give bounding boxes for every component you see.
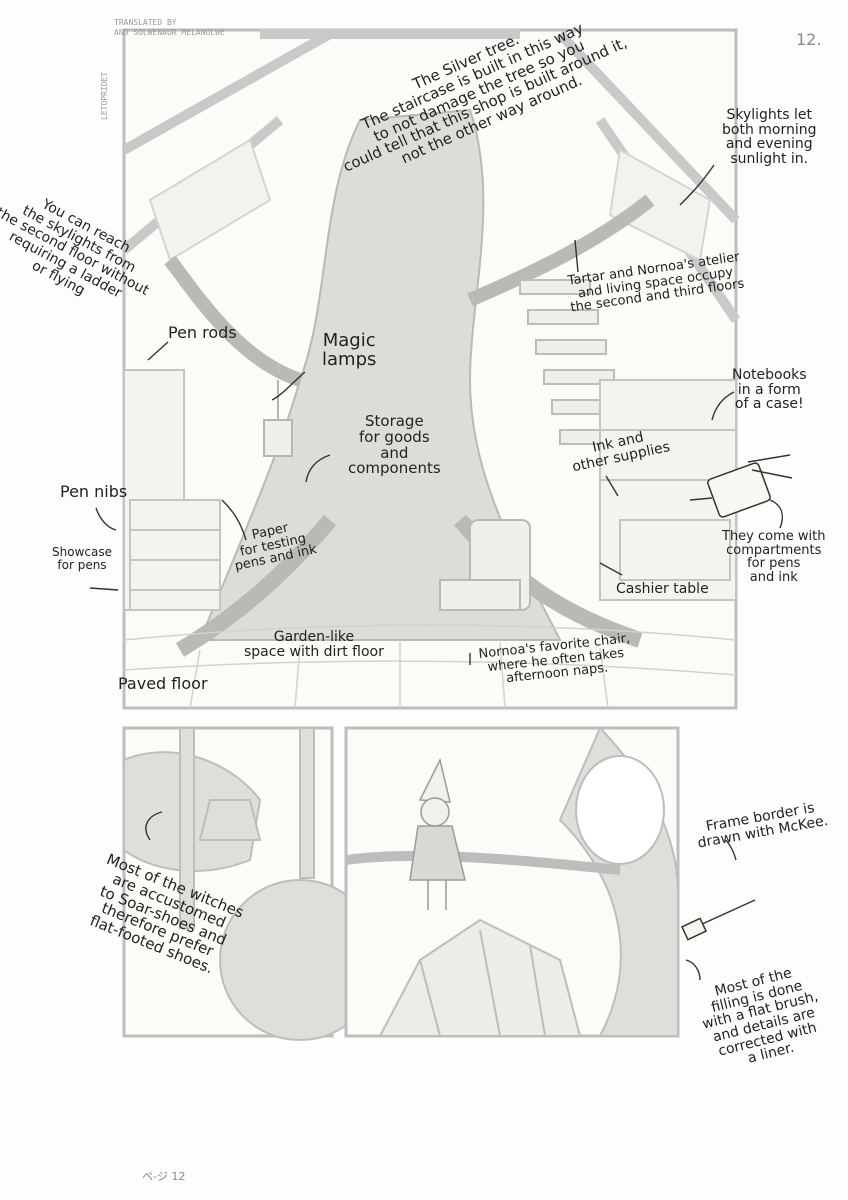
note-cashier: Cashier table [616,581,709,597]
note-pen-rods: Pen rods [168,323,237,342]
page-number: 12. [796,30,822,49]
note-pen-nibs: Pen nibs [60,482,128,501]
notebook-case-icon [689,454,793,518]
note-storage: Storage for goods and components [348,412,441,478]
bottom-left-panel [122,726,381,1041]
note-magic-lamps: Magic lamps [322,330,377,370]
note-notebooks: Notebooks in a form of a case! [732,367,807,413]
translator-credit: TRANSLATED BY AND SOLWENAUR MELANOLWE [114,18,225,37]
bottom-page-label: ペ-ジ 12 [142,1170,186,1183]
flat-brush-icon [680,899,756,941]
note-garden: Garden-like space with dirt floor [244,629,384,660]
top-panel [120,28,741,710]
note-skylights: Skylights let both morning and evening s… [722,107,817,168]
note-compartments: They come with compartments for pens and… [722,529,826,585]
note-paved-floor: Paved floor [118,674,208,693]
annotation-arrows [89,164,783,981]
note-showcase: Showcase for pens [52,545,112,572]
side-credit: LETOPRIDET [100,71,109,120]
bottom-right-panel [344,726,680,1038]
girl-figure [409,757,466,910]
